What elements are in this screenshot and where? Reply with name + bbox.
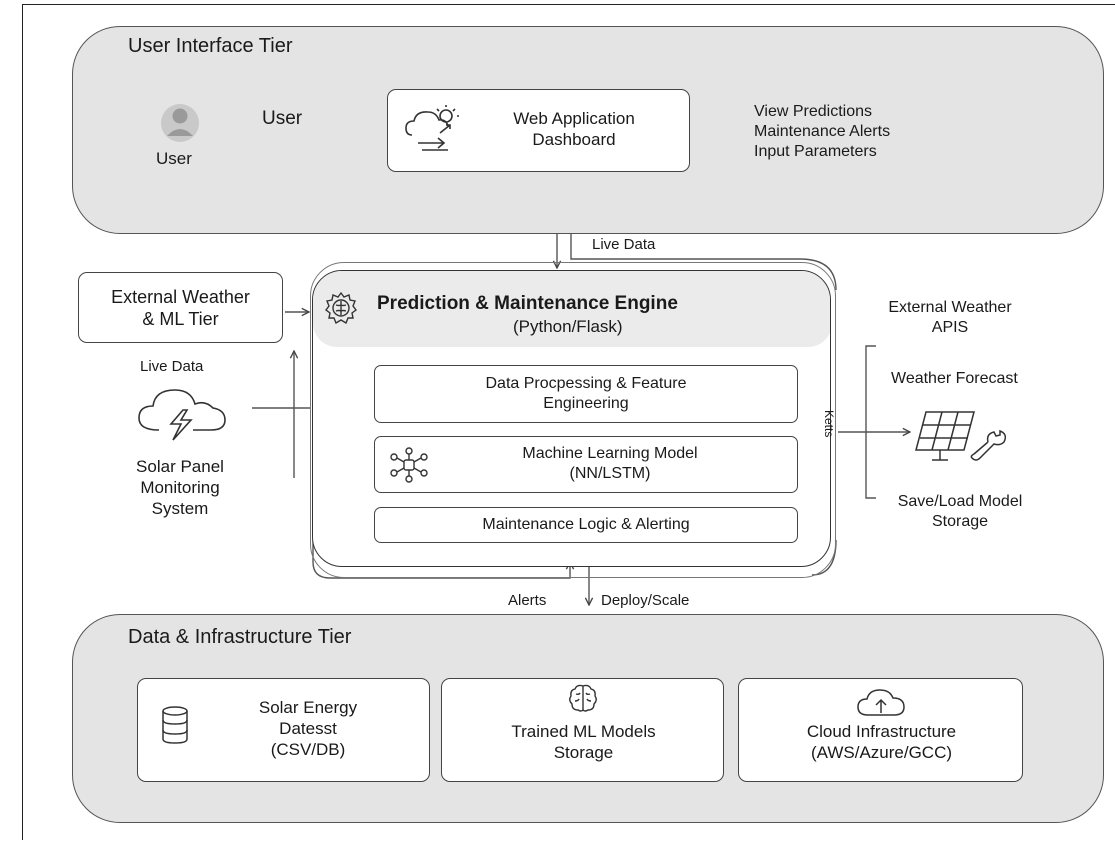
weather-forecast-label: Weather Forecast — [891, 370, 1018, 387]
module-ml-model-text: Machine Learning Model (NN/LSTM) — [455, 444, 765, 484]
prediction-engine: Prediction & Maintenance Engine (Python/… — [312, 270, 831, 567]
web-app-title: Web Application — [513, 109, 635, 128]
model-storage-line2: Storage — [931, 513, 989, 530]
module-maintenance-line1: Maintenance Logic & Alerting — [482, 516, 690, 533]
cloud-lightning-icon — [131, 384, 231, 444]
solar-monitoring-line1: Solar Panel — [136, 457, 224, 476]
solar-monitoring-text: Solar Panel Monitoring System — [100, 456, 260, 519]
user-avatar-icon — [148, 100, 212, 146]
brain-icon — [567, 683, 599, 713]
card-cloud-line1: Cloud Infrastructure — [806, 722, 957, 741]
ext-weather-ml-line2: & ML Tier — [142, 308, 219, 329]
module-ml-model-line1: Machine Learning Model — [522, 445, 698, 462]
web-app-dashboard[interactable]: Web Application Dashboard — [387, 89, 690, 172]
solar-panel-wrench-icon — [912, 408, 1012, 468]
card-models[interactable]: Trained ML Models Storage — [441, 678, 724, 782]
engine-subtitle: (Python/Flask) — [513, 317, 623, 336]
model-storage-line1: Save/Load Model — [897, 493, 1023, 510]
ext-weather-apis-line2: APIS — [931, 319, 969, 336]
card-cloud-line2: (AWS/Azure/GCC) — [810, 743, 953, 762]
ext-weather-ml-box[interactable]: External Weather & ML Tier — [78, 272, 283, 343]
output-maintenance-alerts: Maintenance Alerts — [754, 123, 891, 140]
card-dataset[interactable]: Solar Energy Datesst (CSV/DB) — [137, 678, 430, 782]
live-data-left-label: Live Data — [140, 358, 204, 375]
cloud-upload-icon — [854, 687, 908, 719]
web-app-text: Web Application Dashboard — [474, 108, 674, 150]
model-storage-label: Save/Load Model Storage — [855, 492, 1065, 532]
output-input-parameters: Input Parameters — [754, 143, 877, 160]
card-cloud[interactable]: Cloud Infrastructure (AWS/Azure/GCC) — [738, 678, 1023, 782]
ui-tier-title: User Interface Tier — [128, 35, 293, 57]
network-nodes-icon — [389, 447, 429, 483]
module-ml-model[interactable]: Machine Learning Model (NN/LSTM) — [374, 436, 798, 493]
solar-monitoring-line3: System — [151, 499, 209, 518]
dashboard-outputs: View Predictions Maintenance Alerts Inpu… — [754, 102, 890, 162]
card-models-line1: Trained ML Models — [511, 722, 656, 741]
gear-brain-icon — [324, 291, 358, 325]
diagram-frame — [22, 4, 1115, 840]
side-label: Ketts — [822, 410, 836, 438]
deploy-scale-label: Deploy/Scale — [601, 592, 690, 609]
card-models-text: Trained ML Models Storage — [442, 721, 725, 763]
module-data-processing[interactable]: Data Procpessing & Feature Engineering — [374, 365, 798, 423]
card-dataset-line2: Datesst — [279, 719, 337, 738]
card-cloud-text: Cloud Infrastructure (AWS/Azure/GCC) — [739, 721, 1024, 763]
weather-sync-icon — [402, 103, 468, 155]
module-ml-model-line2: (NN/LSTM) — [569, 465, 651, 482]
live-data-top-label: Live Data — [592, 236, 656, 253]
card-dataset-line3: (CSV/DB) — [270, 740, 346, 759]
card-dataset-text: Solar Energy Datesst (CSV/DB) — [208, 697, 408, 760]
data-tier-title: Data & Infrastructure Tier — [128, 626, 352, 648]
user-caption: User — [156, 149, 192, 168]
ext-weather-apis-line1: External Weather — [888, 299, 1012, 316]
module-data-processing-line2: Engineering — [543, 395, 629, 412]
web-app-subtitle: Dashboard — [532, 130, 616, 149]
engine-title: Prediction & Maintenance Engine — [377, 293, 678, 314]
solar-monitoring-line2: Monitoring — [140, 478, 220, 497]
module-data-processing-line1: Data Procpessing & Feature — [485, 375, 687, 392]
card-dataset-line1: Solar Energy — [258, 698, 358, 717]
card-models-line2: Storage — [553, 743, 614, 762]
database-icon — [160, 705, 190, 745]
user-arrow-label: User — [262, 108, 303, 129]
alerts-label: Alerts — [508, 592, 547, 609]
output-view-predictions: View Predictions — [754, 103, 872, 120]
module-maintenance[interactable]: Maintenance Logic & Alerting — [374, 507, 798, 543]
ext-weather-apis: External Weather APIS — [850, 298, 1050, 338]
ext-weather-ml-line1: External Weather — [111, 286, 250, 307]
